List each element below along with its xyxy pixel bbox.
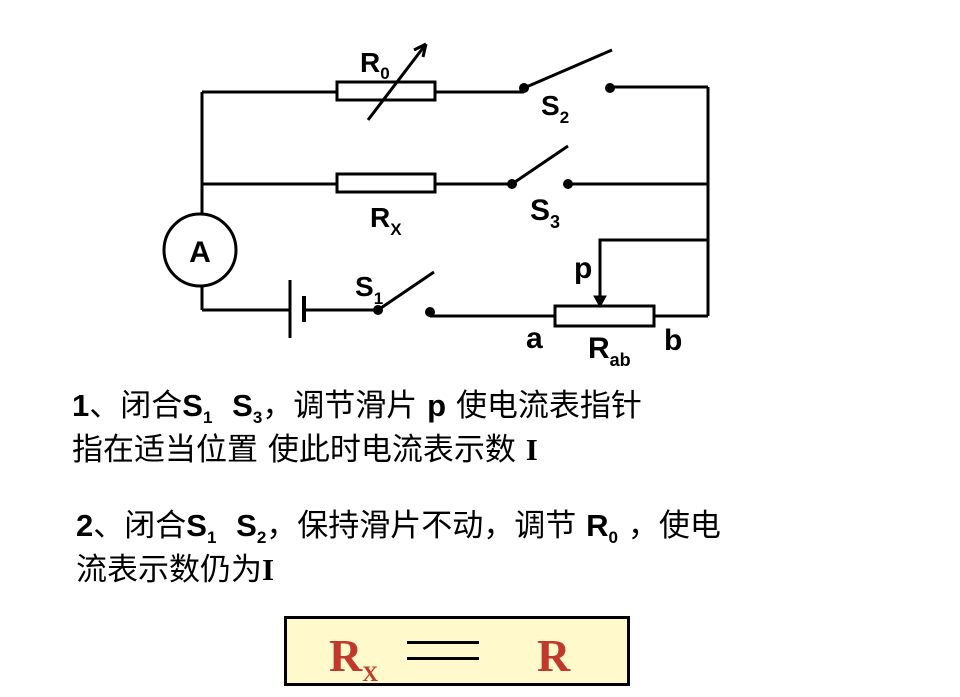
switch-s3-contact-left <box>507 179 517 189</box>
switch-s2-contact-left <box>519 83 529 93</box>
label-p: p <box>574 252 592 285</box>
switch-s2-contact-right <box>605 83 615 93</box>
switch-s2-blade <box>523 48 613 90</box>
resistor-r0 <box>335 80 437 102</box>
label-b: b <box>664 324 682 357</box>
label-s2: S2 <box>541 90 569 127</box>
slider-arrowhead <box>593 295 607 309</box>
wire-bottom-branch <box>202 308 708 318</box>
step-1-line-1: 1、闭合S1 S3，调节滑片 p 使电流表指针 <box>72 388 642 428</box>
switch-s3-blade <box>511 144 569 186</box>
resistor-rx <box>335 172 437 194</box>
wire-top-branch <box>202 85 708 94</box>
equals-line-top <box>407 641 479 644</box>
switch-s1-blade <box>377 270 435 312</box>
circuit-diagram: R0 S2 RX S3 A p S1 a Rab b <box>162 42 710 370</box>
label-ammeter: A <box>189 236 211 269</box>
label-rx: RX <box>370 202 402 239</box>
step-2-line-2: 流表示数仍为I <box>76 552 275 588</box>
slider-wire <box>598 238 708 300</box>
equals-line-bottom <box>407 657 479 660</box>
label-s3: S3 <box>530 194 560 232</box>
variable-arrowhead <box>413 42 428 58</box>
label-s1: S1 <box>355 271 383 308</box>
label-a: a <box>526 322 543 355</box>
switch-s1-contact-left <box>373 305 383 315</box>
rheostat-rab <box>553 304 656 328</box>
step-1-line-2: 指在适当位置 使此时电流表示数 I <box>72 432 538 468</box>
formula-rx: RX <box>329 630 379 687</box>
step-2-line-1: 2、闭合S1 S2，保持滑片不动，调节 R0 ，使电 <box>76 508 721 548</box>
formula-r: R <box>537 630 571 681</box>
ammeter <box>162 212 238 288</box>
label-r0: R0 <box>360 47 390 83</box>
variable-arrow <box>366 43 428 121</box>
formula-box: RX R <box>284 616 630 686</box>
switch-s3-contact-right <box>563 179 573 189</box>
label-rab: Rab <box>588 332 631 370</box>
switch-s1-contact-right <box>425 307 435 317</box>
